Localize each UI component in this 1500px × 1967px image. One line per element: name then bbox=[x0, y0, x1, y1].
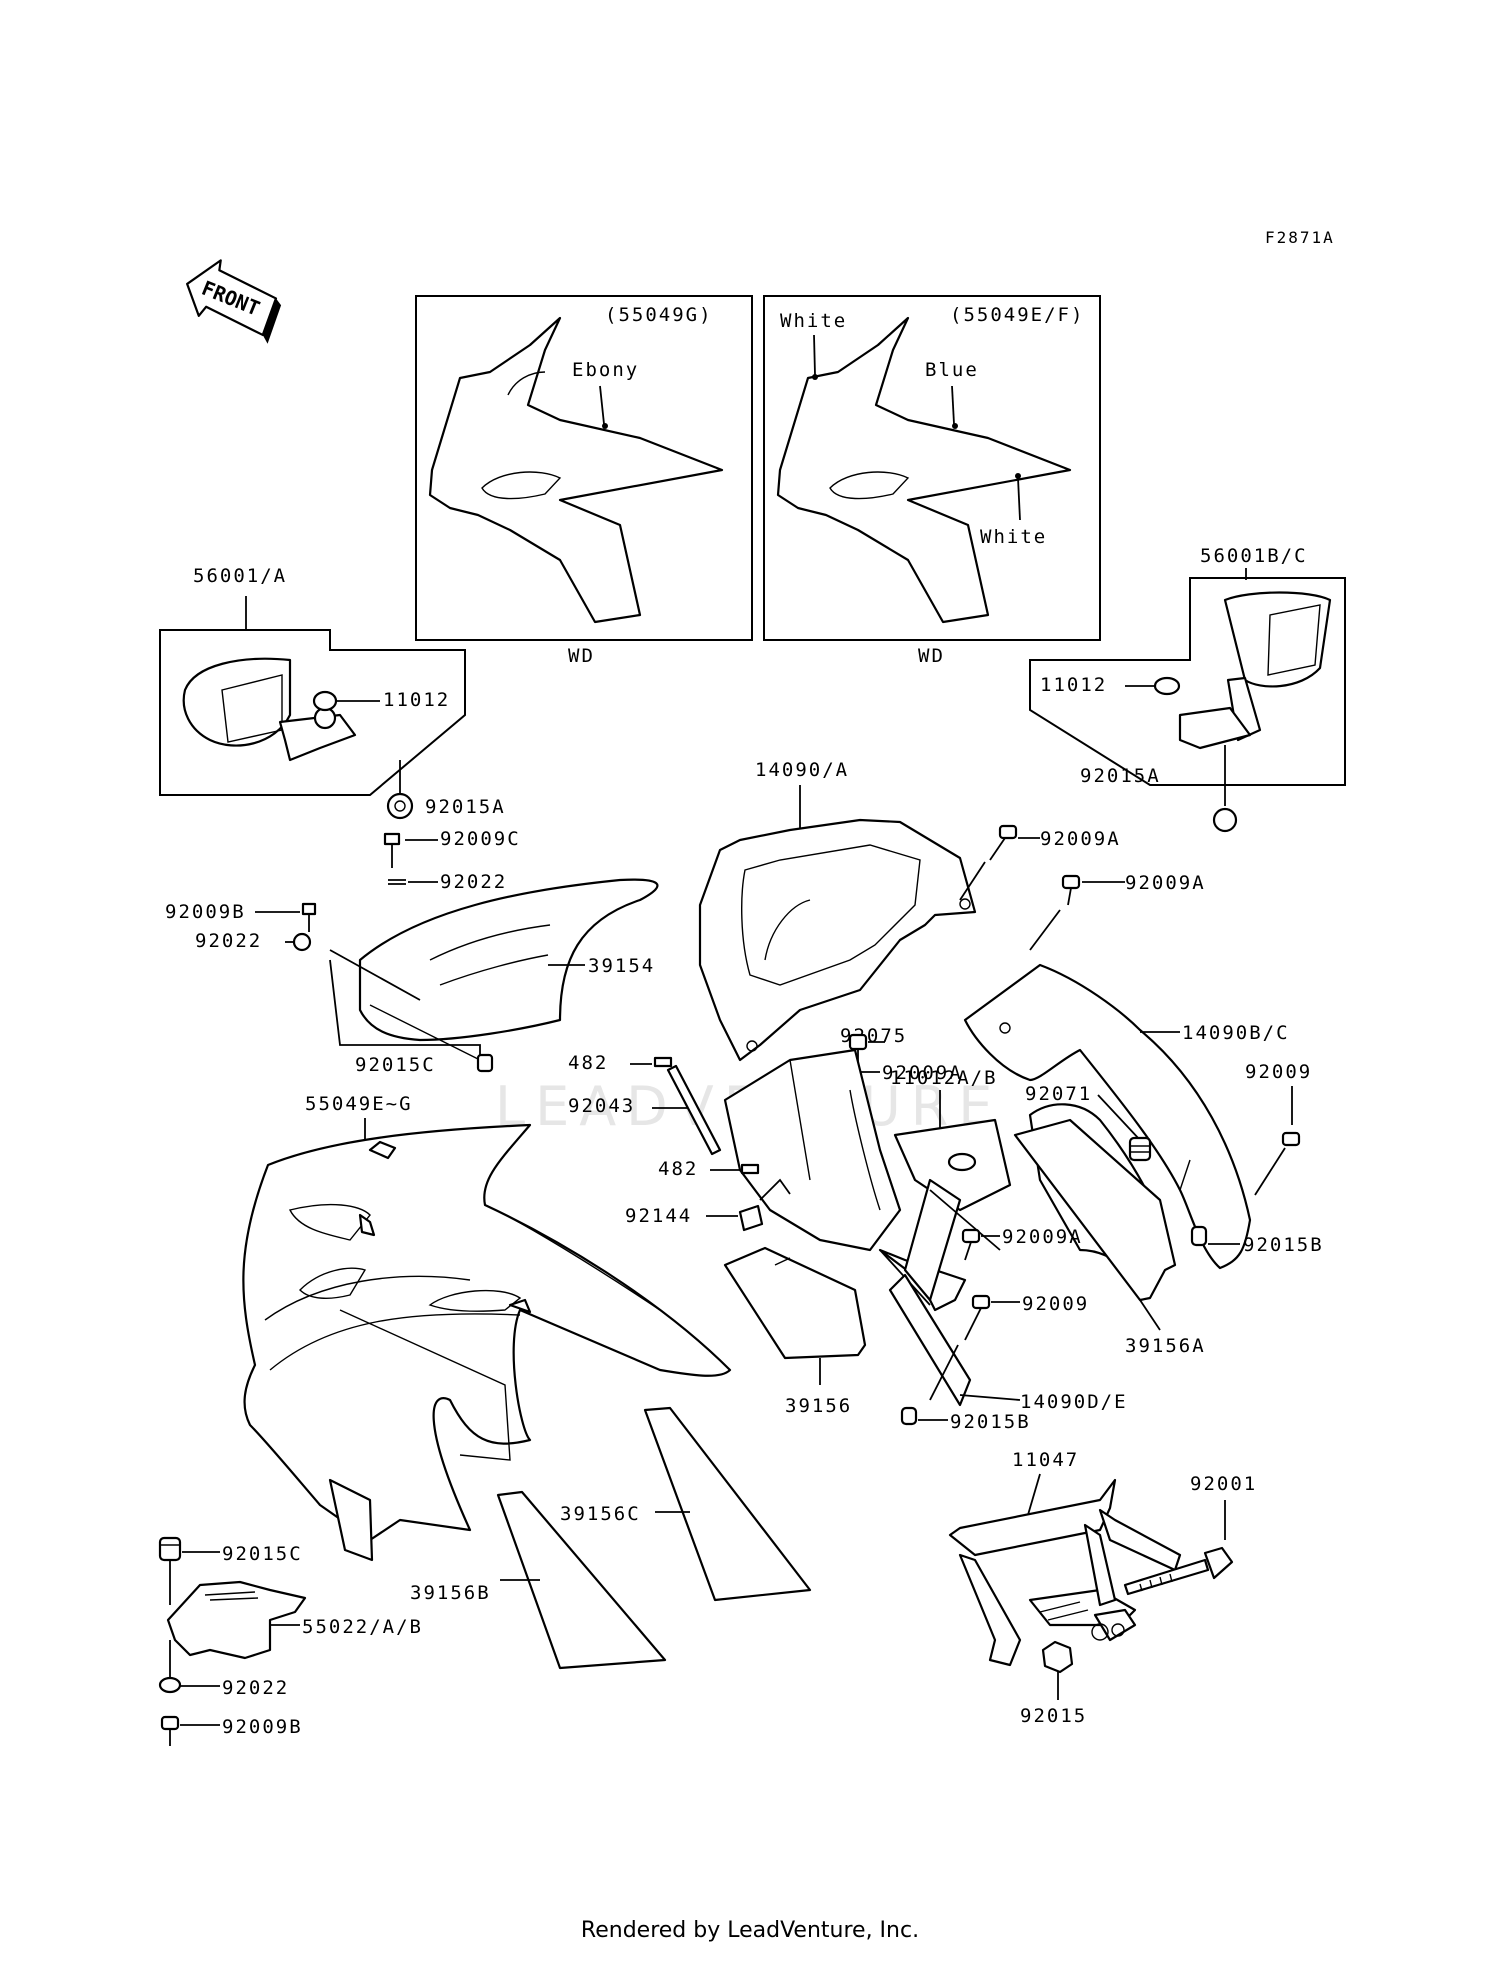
left-mirror-assembly: 56001/A 11012 92015A bbox=[159, 565, 506, 820]
label-92022-b: 92022 bbox=[195, 930, 262, 952]
inset-right-code: (55049E/F) bbox=[950, 304, 1084, 326]
inner-cowl-14090de: 14090D/E 92009A 92009 92015B bbox=[888, 1178, 1128, 1433]
label-55022-ab: 55022/A/B bbox=[302, 1616, 423, 1638]
label-92009c: 92009C bbox=[440, 828, 521, 850]
meter-cover: 14090/A bbox=[698, 759, 977, 1062]
label-92015a-left: 92015A bbox=[425, 796, 506, 818]
right-mirror-assembly: 56001B/C 11012 92015A bbox=[1029, 545, 1346, 833]
label-14090b-c: 14090B/C bbox=[1182, 1022, 1290, 1044]
label-92022-c: 92022 bbox=[222, 1677, 289, 1699]
inset-right-note: WD bbox=[918, 645, 945, 667]
upper-cowl: 55049E~G bbox=[242, 1093, 732, 1562]
inset-left-color: Ebony bbox=[572, 359, 639, 381]
label-14090-a: 14090/A bbox=[755, 759, 849, 781]
label-55049e-g: 55049E~G bbox=[305, 1093, 413, 1115]
inset-right-color-top: White bbox=[780, 310, 847, 332]
panel-39156: 39156 bbox=[723, 1246, 867, 1417]
bolt-92001: 92001 bbox=[1123, 1473, 1257, 1596]
figure-code: F2871A bbox=[1265, 228, 1335, 247]
label-39154: 39154 bbox=[588, 955, 655, 977]
label-39156c: 39156C bbox=[560, 1503, 641, 1525]
grommet-92071: 92071 bbox=[1025, 1083, 1152, 1162]
label-92071: 92071 bbox=[1025, 1083, 1092, 1105]
label-92009a-4: 92009A bbox=[1002, 1226, 1083, 1248]
label-56001-bc: 56001B/C bbox=[1200, 545, 1308, 567]
label-92015b-right: 92015B bbox=[1243, 1234, 1324, 1256]
inset-right-color-low: White bbox=[980, 526, 1047, 548]
windshield-assembly: 92009C 92022 92009B 92022 39154 92015C bbox=[165, 828, 659, 1076]
front-arrow-icon: FRONT bbox=[186, 259, 282, 344]
bolts-upper: 92009A 92009A 92009A bbox=[779, 824, 1206, 1141]
label-11012a-b: 11012A/B bbox=[890, 1067, 998, 1089]
label-56001-a: 56001/A bbox=[193, 565, 287, 587]
inset-right-color-mid: Blue bbox=[925, 359, 979, 381]
cowl-stay: 11047 bbox=[948, 1449, 1182, 1667]
label-39156a: 39156A bbox=[1125, 1335, 1206, 1357]
footer-credit: Rendered by LeadVenture, Inc. bbox=[580, 1918, 920, 1943]
label-92015c-a: 92015C bbox=[355, 1054, 436, 1076]
label-11047: 11047 bbox=[1012, 1449, 1079, 1471]
bolts-right: 92009 92015B bbox=[1190, 1061, 1324, 1256]
label-14090d-e: 14090D/E bbox=[1020, 1391, 1128, 1413]
inset-right-white-blue: White (55049E/F) Blue White WD bbox=[763, 295, 1101, 667]
label-482-b: 482 bbox=[658, 1158, 698, 1180]
lower-left-bracket: 92015C 55022/A/B 92022 92009B bbox=[158, 1536, 423, 1746]
inset-left-ebony: (55049G) Ebony WD bbox=[415, 295, 753, 667]
label-482-a: 482 bbox=[568, 1052, 608, 1074]
label-92043: 92043 bbox=[568, 1095, 635, 1117]
label-92009a-3: 92009A bbox=[882, 1062, 963, 1084]
nut-92015: 92015 bbox=[1020, 1640, 1087, 1727]
label-92015a-right: 92015A bbox=[1080, 765, 1161, 787]
label-92015: 92015 bbox=[1020, 1705, 1087, 1727]
label-11012-right: 11012 bbox=[1040, 674, 1107, 696]
label-92009a-1: 92009A bbox=[1040, 828, 1121, 850]
label-39156b: 39156B bbox=[410, 1582, 491, 1604]
label-92009a-2: 92009A bbox=[1125, 872, 1206, 894]
label-92022-a: 92022 bbox=[440, 871, 507, 893]
label-11012-left: 11012 bbox=[383, 689, 450, 711]
label-92144: 92144 bbox=[625, 1205, 692, 1227]
label-39156: 39156 bbox=[785, 1395, 852, 1417]
label-92015b-mid: 92015B bbox=[950, 1411, 1031, 1433]
label-92009-right: 92009 bbox=[1245, 1061, 1312, 1083]
label-92009b-a: 92009B bbox=[165, 901, 246, 923]
inset-left-code: (55049G) bbox=[605, 304, 713, 326]
inset-left-note: WD bbox=[568, 645, 595, 667]
inner-panels: 39156B 39156C bbox=[410, 1406, 812, 1670]
label-92009-mid: 92009 bbox=[1022, 1293, 1089, 1315]
side-cowl: 14090B/C 39156A bbox=[963, 963, 1290, 1357]
label-92009b-b: 92009B bbox=[222, 1716, 303, 1738]
label-92015c-b: 92015C bbox=[222, 1543, 303, 1565]
label-92001: 92001 bbox=[1190, 1473, 1257, 1495]
